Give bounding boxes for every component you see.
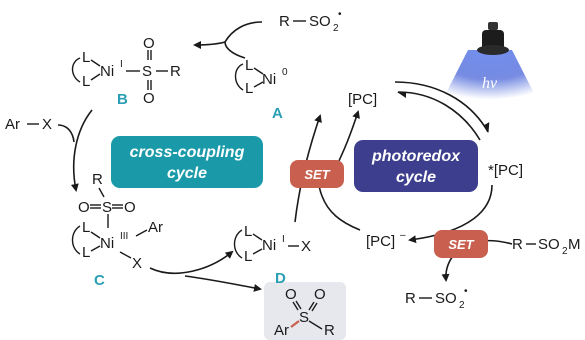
label-B: B bbox=[117, 91, 128, 108]
svg-text:•: • bbox=[338, 9, 342, 20]
lamp-icon: hv bbox=[440, 22, 540, 105]
svg-text:R: R bbox=[92, 171, 103, 188]
label-A: A bbox=[272, 105, 283, 122]
svg-text:–: – bbox=[400, 230, 406, 241]
svg-text:O: O bbox=[314, 286, 326, 303]
label-D: D bbox=[275, 270, 286, 287]
svg-text:Ar: Ar bbox=[5, 116, 20, 133]
svg-text:R: R bbox=[279, 13, 290, 30]
arrow-to-product bbox=[184, 275, 262, 292]
pc-reduced: [PC] – bbox=[366, 230, 406, 250]
arrow-excited-to-reduced bbox=[408, 184, 493, 244]
svg-text:X: X bbox=[132, 255, 142, 272]
svg-text:*[PC]: *[PC] bbox=[488, 162, 523, 179]
svg-text:photoredox: photoredox bbox=[371, 148, 461, 165]
svg-text:2: 2 bbox=[562, 246, 568, 257]
set-badge-top: SET bbox=[290, 160, 344, 188]
svg-text:III: III bbox=[120, 231, 128, 242]
species-C: R O S O L L Ni III Ar X C bbox=[71, 171, 163, 289]
arrow-A-to-B bbox=[193, 40, 246, 59]
svg-text:cycle: cycle bbox=[396, 169, 436, 186]
svg-text:L: L bbox=[82, 244, 90, 261]
svg-text:R: R bbox=[324, 322, 335, 339]
svg-text:2: 2 bbox=[459, 300, 465, 311]
svg-text:O: O bbox=[124, 199, 136, 216]
species-B: L L Ni I S O O R B bbox=[71, 35, 181, 108]
svg-text:•: • bbox=[464, 286, 468, 297]
svg-text:X: X bbox=[42, 116, 52, 133]
svg-text:O: O bbox=[143, 90, 155, 107]
set-badge-bottom: SET bbox=[434, 230, 488, 258]
svg-text:I: I bbox=[120, 59, 123, 70]
svg-text:R: R bbox=[405, 290, 416, 307]
product-sulfone: O O S Ar R bbox=[264, 282, 346, 340]
svg-text:SO: SO bbox=[538, 236, 560, 253]
species-D: L L Ni I X D bbox=[233, 223, 311, 287]
svg-text:SO: SO bbox=[309, 13, 331, 30]
svg-text:Ni: Ni bbox=[262, 237, 276, 254]
radical-addition-curve bbox=[224, 21, 263, 43]
svg-text:2: 2 bbox=[333, 23, 339, 34]
svg-text:L: L bbox=[82, 219, 90, 236]
arrow-B-to-C bbox=[70, 109, 93, 192]
svg-text:R: R bbox=[170, 63, 181, 80]
sulfinate-reagent: R SO 2 M bbox=[512, 236, 581, 257]
photoredox-cycle-label: photoredox cycle bbox=[354, 140, 478, 192]
svg-text:I: I bbox=[282, 234, 285, 245]
svg-text:Ar: Ar bbox=[148, 219, 163, 236]
svg-text:L: L bbox=[244, 223, 252, 240]
svg-text:L: L bbox=[245, 57, 253, 74]
pc-excited: *[PC] bbox=[488, 162, 523, 179]
species-A: L L Ni 0 A bbox=[234, 57, 288, 122]
svg-text:Ar: Ar bbox=[274, 322, 289, 339]
svg-text:S: S bbox=[102, 199, 112, 216]
svg-text:S: S bbox=[299, 309, 309, 326]
svg-text:Ni: Ni bbox=[100, 63, 114, 80]
svg-text:[PC]: [PC] bbox=[366, 233, 395, 250]
sulfonyl-radical-top: R SO 2 • bbox=[279, 9, 342, 34]
cross-coupling-cycle-label: cross-coupling cycle bbox=[111, 136, 263, 188]
svg-text:Ni: Ni bbox=[100, 235, 114, 252]
label-C: C bbox=[94, 272, 105, 289]
svg-text:S: S bbox=[142, 63, 152, 80]
svg-text:cross-coupling: cross-coupling bbox=[130, 144, 245, 161]
svg-text:SO: SO bbox=[435, 290, 457, 307]
svg-text:O: O bbox=[285, 286, 297, 303]
svg-text:M: M bbox=[568, 236, 581, 253]
svg-text:[PC]: [PC] bbox=[348, 91, 377, 108]
svg-text:hv: hv bbox=[482, 75, 498, 92]
svg-text:L: L bbox=[244, 248, 252, 265]
svg-text:Ni: Ni bbox=[262, 71, 276, 88]
svg-text:R: R bbox=[512, 236, 523, 253]
svg-text:L: L bbox=[82, 73, 90, 90]
svg-text:O: O bbox=[143, 35, 155, 52]
svg-text:O: O bbox=[78, 199, 90, 216]
svg-text:X: X bbox=[301, 238, 311, 255]
pc-ground: [PC] bbox=[348, 91, 377, 108]
svg-text:L: L bbox=[82, 49, 90, 66]
svg-text:cycle: cycle bbox=[167, 165, 207, 182]
svg-text:0: 0 bbox=[282, 67, 288, 78]
aryl-halide: Ar X bbox=[5, 116, 52, 133]
arrow-C-to-D bbox=[149, 250, 234, 275]
sulfonyl-radical-bottom: R SO 2 • bbox=[405, 286, 468, 311]
svg-text:L: L bbox=[245, 80, 253, 97]
svg-text:SET: SET bbox=[304, 167, 330, 182]
svg-text:SET: SET bbox=[448, 237, 474, 252]
oxidative-addition-curve bbox=[57, 124, 75, 143]
